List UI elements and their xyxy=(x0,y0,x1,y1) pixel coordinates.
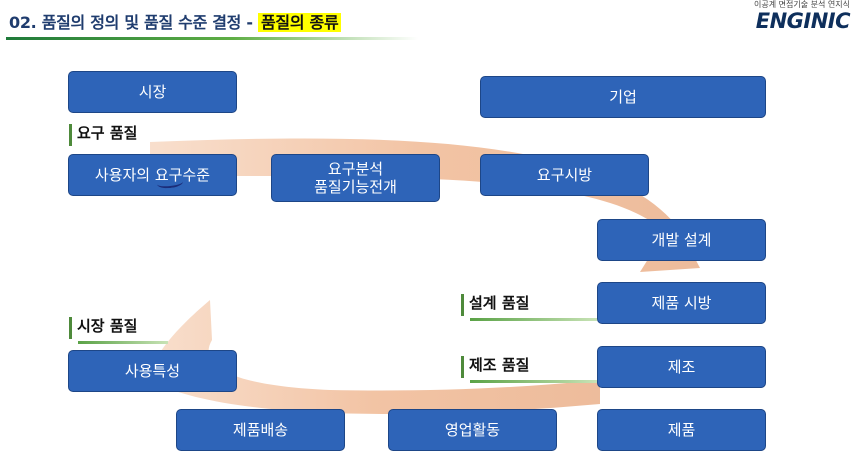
design-quality-line xyxy=(470,318,597,321)
box-sales: 영업활동 xyxy=(388,409,557,451)
box-requirement-spec: 요구시방 xyxy=(480,154,649,196)
box-market: 시장 xyxy=(68,71,237,113)
label-manufacturing-quality-text: 제조 품질 xyxy=(469,356,530,374)
box-delivery: 제품배송 xyxy=(176,409,345,451)
box-requirement-analysis: 요구분석 품질기능전개 xyxy=(271,154,440,202)
brand-logo: ENGINIC xyxy=(755,9,851,33)
box-user-requirement: 사용자의 요구수준 xyxy=(68,154,237,196)
market-quality-line xyxy=(78,341,168,344)
label-accent-bar xyxy=(69,317,72,339)
box-product: 제품 xyxy=(597,409,766,451)
brand: 이공계 면접기술 분석 연지식 ENGINIC xyxy=(740,0,850,32)
label-requirement-quality: 요구 품질 xyxy=(69,123,138,146)
box-dev-design: 개발 설계 xyxy=(597,219,766,261)
label-design-quality-text: 설계 품질 xyxy=(469,294,530,312)
label-market-quality: 시장 품질 xyxy=(69,316,138,339)
arrow-lower-band xyxy=(150,300,600,414)
brand-tagline: 이공계 면접기술 분석 연지식 xyxy=(754,0,850,9)
label-accent-bar xyxy=(461,294,464,316)
label-design-quality: 설계 품질 xyxy=(461,293,530,316)
title-prefix: 02. 품질의 정의 및 품질 수준 결정 - xyxy=(9,13,258,32)
label-accent-bar xyxy=(69,124,72,146)
label-market-quality-text: 시장 품질 xyxy=(77,317,138,335)
box-usage: 사용특성 xyxy=(68,350,237,392)
box-product-spec: 제품 시방 xyxy=(597,282,766,324)
label-manufacturing-quality: 제조 품질 xyxy=(461,355,530,378)
title-highlight: 품질의 종류 xyxy=(258,13,342,32)
box-manufacturing: 제조 xyxy=(597,346,766,388)
label-requirement-quality-text: 요구 품질 xyxy=(77,124,138,142)
manufacturing-quality-line xyxy=(470,380,597,383)
header: 02. 품질의 정의 및 품질 수준 결정 - 품질의 종류 이공계 면접기술 … xyxy=(0,0,856,44)
page-title: 02. 품질의 정의 및 품질 수준 결정 - 품질의 종류 xyxy=(9,9,342,33)
label-accent-bar xyxy=(461,356,464,378)
box-company: 기업 xyxy=(480,76,766,118)
title-underline xyxy=(6,37,418,40)
